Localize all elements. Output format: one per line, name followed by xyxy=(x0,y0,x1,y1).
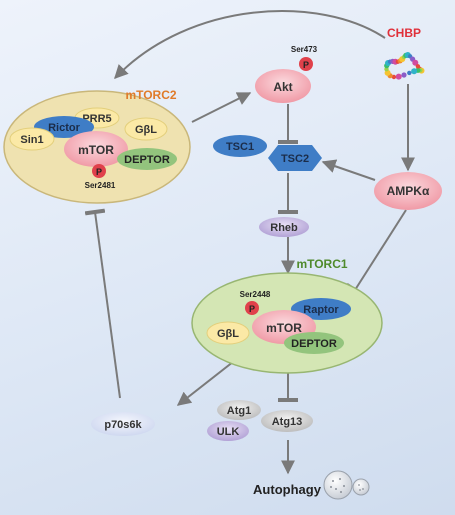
svg-text:Akt: Akt xyxy=(273,80,292,94)
svg-text:mTOR: mTOR xyxy=(78,143,114,157)
edge-chbp-mtorc2 xyxy=(114,10,386,80)
phospho-badge-mtorc1 xyxy=(245,301,259,315)
svg-text:P: P xyxy=(249,304,255,314)
svg-text:mTOR: mTOR xyxy=(266,321,302,335)
edge-ampk-tsc2 xyxy=(321,159,376,181)
svg-text:DEPTOR: DEPTOR xyxy=(291,338,337,350)
svg-text:P: P xyxy=(96,167,102,177)
phospho-badge-mtorc2 xyxy=(92,164,106,178)
autophagosome-icon xyxy=(323,470,370,500)
edge-p70s6k-mtorc2 xyxy=(84,208,121,399)
ser2448-label: Ser2448 xyxy=(240,290,271,299)
edge-mtorc2-akt xyxy=(191,92,252,123)
edge-ampk-mtorc1 xyxy=(345,209,407,298)
mtor-node-mtorc2 xyxy=(64,131,128,167)
svg-text:Atg13: Atg13 xyxy=(272,416,303,428)
chbp-bead xyxy=(415,64,421,69)
ulk-complex: Atg1 ULK Atg13 xyxy=(207,400,313,441)
ampk-node: AMPKα xyxy=(374,172,442,210)
raptor-node xyxy=(291,298,351,320)
svg-text:Autophagy: Autophagy xyxy=(253,482,322,497)
mtorc1-complex: mTORC1 Ser2448 P Raptor mTOR GβL DEPTOR xyxy=(191,257,383,374)
gbl-node-mtorc1 xyxy=(206,321,250,345)
mtorc1-label: mTORC1 xyxy=(296,257,347,271)
ser473-label: Ser473 xyxy=(291,45,318,54)
svg-text:Raptor: Raptor xyxy=(303,304,339,316)
svg-text:Rictor: Rictor xyxy=(48,122,81,134)
tsc-complex: TSC1 TSC2 xyxy=(213,135,322,171)
mtorc2-complex: mTORC2 PRR5 Rictor Sin1 GβL mTOR DEPTOR … xyxy=(3,88,191,204)
chbp-bead xyxy=(407,70,412,76)
deptor-node-mtorc2 xyxy=(117,148,177,170)
svg-text:DEPTOR: DEPTOR xyxy=(124,154,170,166)
chbp-molecule-icon xyxy=(384,52,425,80)
chbp-label: CHBP xyxy=(387,26,421,40)
akt-node: Akt P Ser473 xyxy=(255,45,318,103)
rheb-node: Rheb xyxy=(259,217,309,237)
chbp-bead xyxy=(384,69,391,76)
svg-text:GβL: GβL xyxy=(217,328,239,340)
tsc1-node xyxy=(213,135,267,157)
atg1-node xyxy=(217,400,261,420)
sin1-node xyxy=(9,127,55,151)
svg-text:p70s6k: p70s6k xyxy=(104,419,142,431)
svg-text:Sin1: Sin1 xyxy=(20,134,43,146)
edges xyxy=(84,10,415,475)
ser2481-label: Ser2481 xyxy=(85,181,116,190)
tsc2-node xyxy=(268,145,322,171)
chbp-bead xyxy=(395,73,402,80)
svg-text:TSC2: TSC2 xyxy=(281,153,309,165)
svg-text:Atg1: Atg1 xyxy=(227,405,251,417)
mtorc2-label: mTORC2 xyxy=(125,88,176,102)
gbl-node-mtorc2 xyxy=(124,117,168,141)
svg-text:GβL: GβL xyxy=(135,124,157,136)
deptor-node-mtorc1 xyxy=(284,332,344,354)
atg13-node xyxy=(261,410,313,432)
ulk-node xyxy=(207,421,249,441)
svg-text:AMPKα: AMPKα xyxy=(387,184,430,198)
svg-text:TSC1: TSC1 xyxy=(226,141,254,153)
edge-mtorc1-p70s6k xyxy=(176,357,239,406)
chbp-bead xyxy=(411,68,418,75)
chbp-bead xyxy=(412,59,419,66)
phospho-badge-akt xyxy=(299,57,313,71)
chbp-bead xyxy=(391,74,397,80)
svg-text:Rheb: Rheb xyxy=(270,222,298,234)
autophagy-node: Autophagy xyxy=(253,470,370,500)
p70s6k-node: p70s6k xyxy=(91,412,155,436)
svg-text:ULK: ULK xyxy=(217,426,240,438)
chbp-bead xyxy=(401,72,407,78)
svg-text:P: P xyxy=(303,60,309,70)
